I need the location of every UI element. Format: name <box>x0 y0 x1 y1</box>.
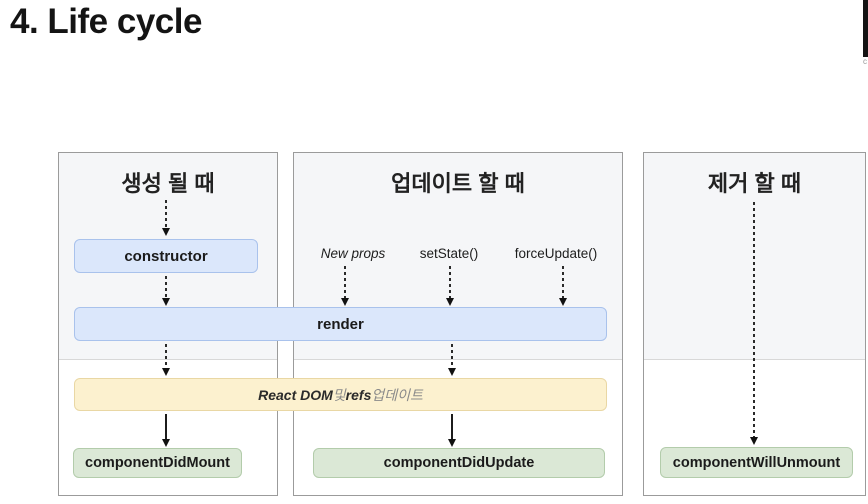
node-componentdidmount: componentDidMount <box>73 448 242 478</box>
arrow-newprops-to-render <box>340 266 350 306</box>
arrow-forceupdate-to-render <box>558 266 568 306</box>
trigger-setstate-label: setState() <box>419 246 479 261</box>
and-text: 및 <box>332 386 346 403</box>
refs-text: refs <box>345 386 372 403</box>
arrow-domupdate-to-didmount <box>161 414 171 447</box>
node-react-dom-refs-update: React DOM 및 refs 업데이트 <box>74 378 607 411</box>
panel-mount-header: 생성 될 때 <box>121 171 215 196</box>
update-text: 업데이트 <box>371 386 423 403</box>
arrow-render-to-domupdate-mount <box>161 344 171 376</box>
node-render-label: render <box>317 315 364 333</box>
node-constructor-label: constructor <box>124 247 208 265</box>
arrow-header-to-constructor <box>161 200 171 236</box>
cropped-logo-icon <box>863 0 868 57</box>
arrow-render-to-domupdate-update <box>447 344 457 376</box>
panel-update-header: 업데이트 할 때 <box>391 171 525 196</box>
node-componentdidupdate-label: componentDidUpdate <box>383 455 535 471</box>
react-dom-text: React DOM <box>258 386 333 403</box>
node-render: render <box>74 307 607 341</box>
node-componentwillunmount: componentWillUnmount <box>660 447 853 478</box>
node-constructor: constructor <box>74 239 258 273</box>
copyright-mark: c <box>863 57 867 66</box>
arrow-header-to-willunmount <box>749 202 759 445</box>
arrow-domupdate-to-didupdate <box>447 414 457 447</box>
trigger-forceupdate-label: forceUpdate() <box>514 246 598 261</box>
node-componentdidmount-label: componentDidMount <box>85 455 230 471</box>
arrow-setstate-to-render <box>445 266 455 306</box>
panel-unmount-header: 제거 할 때 <box>707 171 802 196</box>
page-title: 4. Life cycle <box>10 2 202 41</box>
node-componentwillunmount-label: componentWillUnmount <box>672 454 841 471</box>
node-componentdidupdate: componentDidUpdate <box>313 448 605 478</box>
arrow-constructor-to-render <box>161 276 171 306</box>
trigger-new-props-label: New props <box>320 246 386 261</box>
